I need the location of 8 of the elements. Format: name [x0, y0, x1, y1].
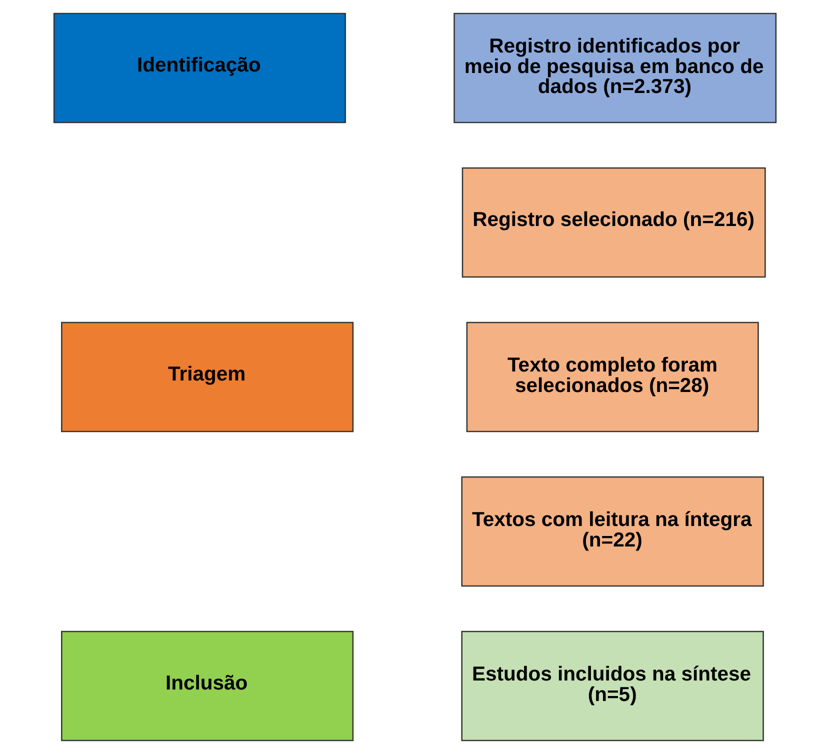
node-box: Textos com leitura na íntegra (n=22) [461, 476, 764, 587]
node-box: Texto completo foram selecionados (n=28) [466, 322, 759, 432]
node-box: Inclusão [61, 630, 354, 742]
node-box: Registro selecionado (n=216) [462, 167, 766, 278]
node-box: Estudos incluidos na síntese (n=5) [461, 630, 764, 742]
node-box: Identificação [53, 12, 346, 124]
node-box: Triagem [61, 322, 354, 432]
node-box: Registro identificados por meio de pesquisa em banco de dados (n=2.373) [454, 12, 777, 124]
